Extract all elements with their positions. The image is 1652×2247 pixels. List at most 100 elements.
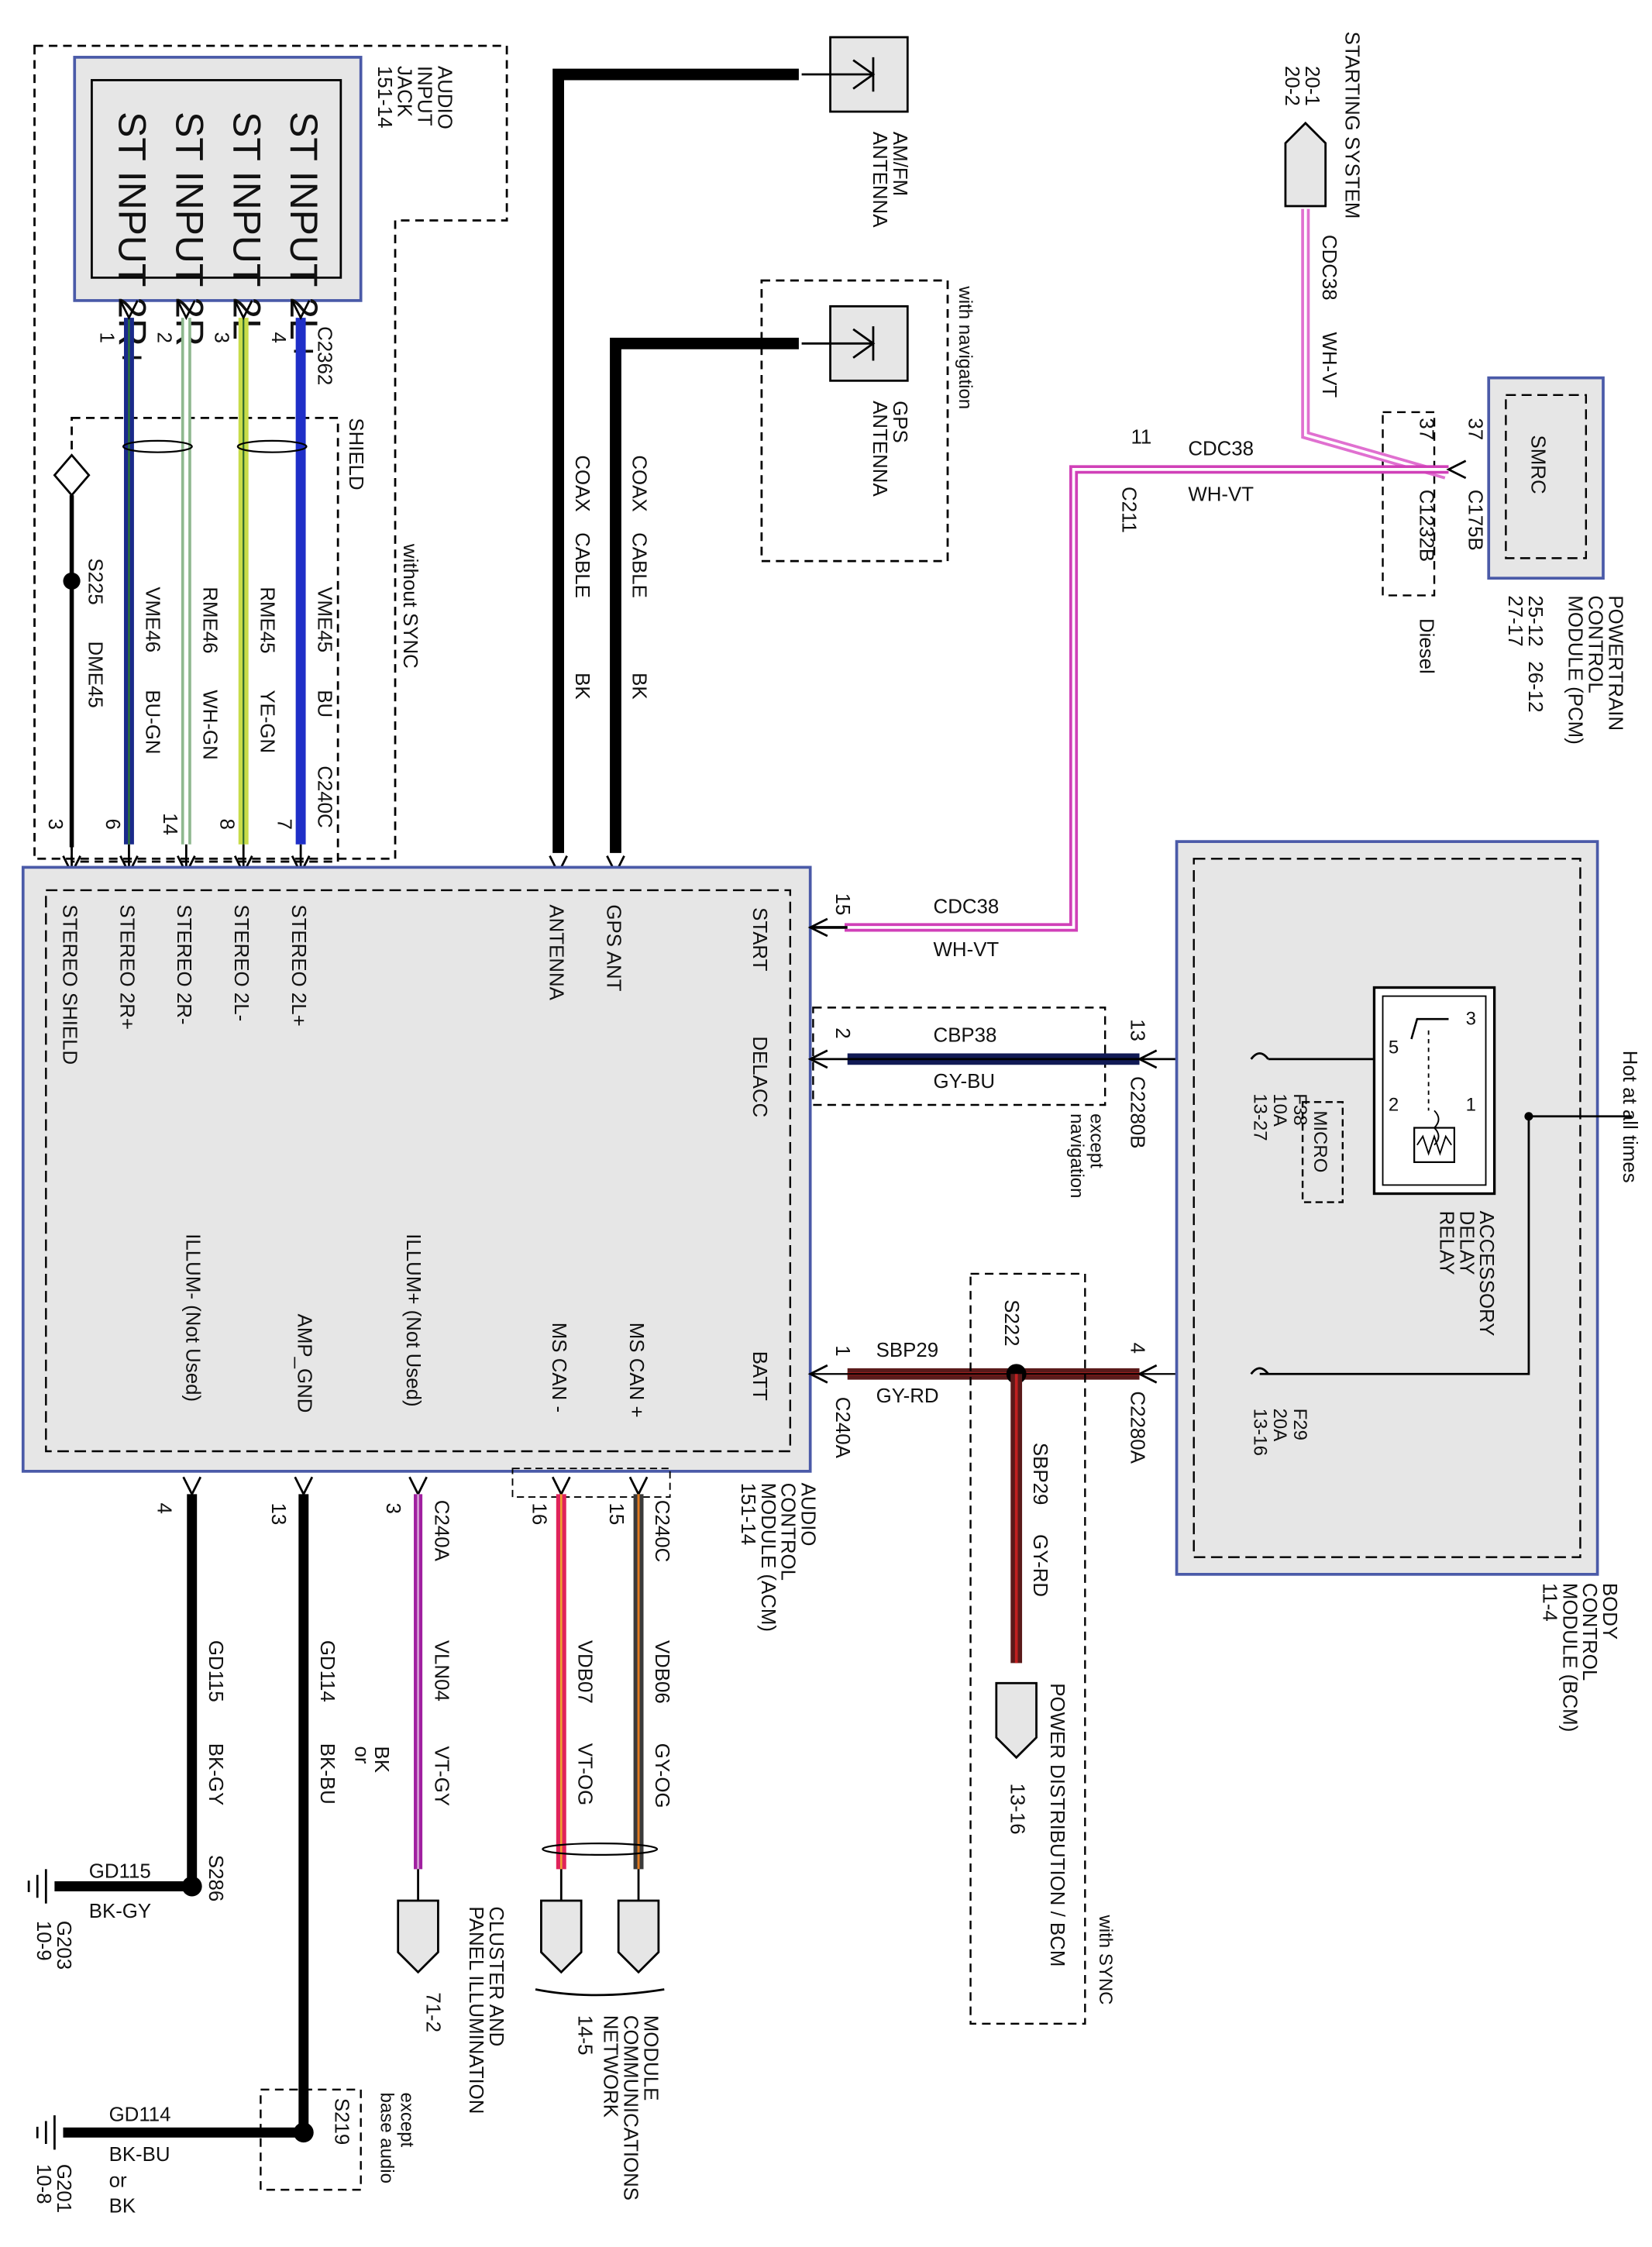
svg-text:WH-VT: WH-VT [934,939,1000,961]
svg-text:VME45: VME45 [313,587,335,652]
svg-text:MODULE (ACM): MODULE (ACM) [757,1483,779,1632]
svg-text:C2280A: C2280A [1126,1391,1148,1464]
svg-text:BODY: BODY [1599,1583,1620,1640]
svg-text:10-9: 10-9 [33,1921,54,1961]
svg-text:MODULE (BCM): MODULE (BCM) [1558,1583,1580,1732]
svg-text:S286: S286 [205,1855,226,1901]
svg-text:VT-OG: VT-OG [573,1743,595,1805]
svg-text:RME46: RME46 [198,587,220,653]
svg-text:1: 1 [831,1345,853,1356]
svg-text:WH-VT: WH-VT [1318,332,1340,398]
svg-text:POWERTRAIN: POWERTRAIN [1604,595,1626,731]
svg-text:C211: C211 [1117,487,1139,533]
svg-text:WH-VT: WH-VT [1188,483,1254,505]
svg-text:ANTENNA: ANTENNA [869,132,890,228]
shield-label: SHIELD [345,418,367,490]
svg-text:2: 2 [153,332,174,343]
amfm-antenna: AM/FM ANTENNA [801,36,910,228]
jack-pin-numbers: 4 3 2 1 [96,332,290,343]
svg-text:VME46: VME46 [142,587,163,652]
svg-text:F29: F29 [1289,1409,1310,1440]
svg-text:14: 14 [159,813,181,835]
svg-text:GD115: GD115 [89,1860,151,1882]
svg-text:F38: F38 [1289,1093,1310,1125]
svg-text:26-12: 26-12 [1524,661,1546,712]
svg-text:except: except [396,2093,417,2148]
svg-text:AM/FM: AM/FM [889,132,910,196]
acm-pin-stereo-2l-plus: STEREO 2L+ [287,904,309,1026]
svg-text:4: 4 [1126,1343,1148,1354]
svg-text:BU-GN: BU-GN [142,690,163,754]
svg-text:10-8: 10-8 [33,2164,54,2204]
svg-text:10A: 10A [1269,1093,1290,1127]
svg-text:C240C: C240C [313,766,335,828]
gps-coax-cable [610,337,799,853]
svg-text:VDB06: VDB06 [651,1640,673,1704]
svg-text:C175B: C175B [1464,490,1485,551]
svg-text:BU: BU [313,690,335,717]
jack-wires [119,300,311,845]
svg-text:13-16: 13-16 [1006,1784,1027,1835]
svg-text:2: 2 [831,1027,853,1038]
acm-top-pin-numbers: 7 8 14 6 3 [44,813,295,835]
jack-pin-label: ST INPUT 2L- [225,112,268,353]
svg-text:6: 6 [102,819,123,830]
svg-text:GY-BU: GY-BU [934,1071,995,1093]
cluster-connector: CLUSTER AND PANEL ILLUMINATION 71-2 [397,1869,507,2114]
svg-text:SBP29: SBP29 [1029,1443,1051,1505]
svg-text:27-17: 27-17 [1504,595,1526,646]
svg-text:CLUSTER AND: CLUSTER AND [485,1906,507,2046]
without-sync-label: without SYNC [399,543,421,669]
svg-text:AUDIO: AUDIO [797,1483,819,1547]
svg-text:BK: BK [571,673,593,699]
svg-text:SBP29: SBP29 [876,1340,938,1361]
svg-text:G201: G201 [53,2164,74,2213]
svg-text:GD114: GD114 [109,2104,171,2125]
svg-text:151-14: 151-14 [373,66,395,128]
svg-text:BK: BK [628,673,650,699]
acm-pin-stereo-2r-minus: STEREO 2R- [173,904,194,1024]
svg-text:POWER DISTRIBUTION / BCM: POWER DISTRIBUTION / BCM [1046,1683,1068,1967]
splice-s225-label: S225 [84,558,106,604]
with-sync-label: with SYNC [1095,1914,1116,2004]
svg-text:25-12: 25-12 [1524,595,1546,646]
svg-text:YE-GN: YE-GN [256,690,277,753]
svg-text:S222: S222 [1000,1299,1022,1346]
svg-text:except: except [1086,1113,1107,1168]
svg-text:3: 3 [210,332,232,343]
acm-pin-illum-plus: ILLUM+ (Not Used) [402,1234,424,1406]
svg-text:INPUT: INPUT [414,66,435,126]
svg-text:1: 1 [96,332,118,343]
svg-text:or: or [109,2170,127,2191]
svg-text:11-4: 11-4 [1538,1583,1560,1622]
svg-text:C240A: C240A [431,1500,453,1562]
svg-text:CONTROL: CONTROL [1585,595,1606,693]
svg-text:13-27: 13-27 [1249,1093,1270,1141]
micro-box [1301,1101,1344,1203]
svg-text:VLN04: VLN04 [431,1640,453,1702]
svg-text:PANEL ILLUMINATION: PANEL ILLUMINATION [465,1906,487,2114]
jack-connector-c2362: C2362 [313,326,335,385]
svg-text:20-2: 20-2 [1281,66,1303,106]
svg-text:Diesel: Diesel [1416,618,1437,674]
svg-text:14-5: 14-5 [573,2015,595,2056]
svg-text:BK-GY: BK-GY [89,1901,151,1922]
svg-text:BK-GY: BK-GY [205,1743,226,1805]
svg-text:3: 3 [44,819,66,830]
bottom-connector-arrows [182,1476,649,1497]
svg-text:13: 13 [267,1502,289,1525]
svg-text:GD114: GD114 [316,1640,338,1702]
svg-text:CDC38: CDC38 [1318,235,1340,301]
shield-wire: S225 DME45 [53,453,106,848]
svg-text:3: 3 [382,1502,404,1513]
ground-s219: S219 except base audio GD114 BK-BU or BK… [33,2088,417,2218]
svg-text:VT-GY: VT-GY [431,1746,453,1807]
jack-wire-labels: VME45 BU RME45 YE-GN RME46 WH-GN VME46 B… [142,587,336,828]
acm-pin-ms-can-plus: MS CAN + [625,1323,647,1418]
battery-feed [1259,1115,1632,1375]
svg-text:GY-RD: GY-RD [876,1385,939,1407]
svg-text:COAX: COAX [571,455,593,511]
svg-text:G203: G203 [53,1921,74,1970]
acm-pin-stereo-2r-plus: STEREO 2R+ [115,904,137,1030]
